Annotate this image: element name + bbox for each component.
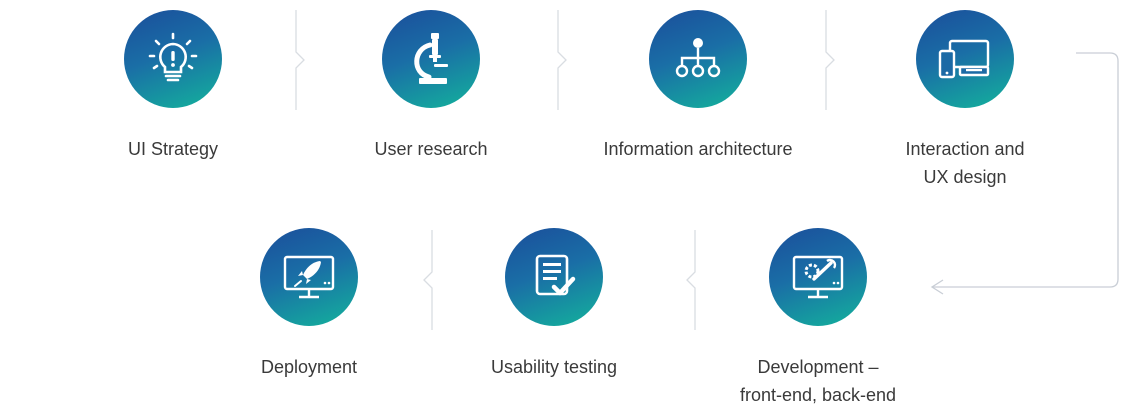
step-icon-circle <box>382 10 480 108</box>
step-icon-circle <box>124 10 222 108</box>
devices-icon <box>938 39 990 79</box>
step-label-line1: UI Strategy <box>127 139 219 159</box>
checklist-icon <box>535 254 576 296</box>
step-label-line1: Usability testing <box>490 357 618 377</box>
separator-right-3 <box>825 10 835 110</box>
step-label: Interaction and UX design <box>845 135 1085 191</box>
separator-left-2 <box>686 230 696 330</box>
hierarchy-icon <box>675 38 721 78</box>
monitor-rocket-icon <box>283 255 335 299</box>
step-icon-circle <box>769 228 867 326</box>
step-interaction-ux-design: Interaction and UX design <box>845 10 1085 191</box>
separator-right-1 <box>295 10 305 110</box>
step-usability-testing: Usability testing <box>434 228 674 381</box>
separator-left-1 <box>423 230 433 330</box>
step-label-line2: front-end, back-end <box>739 385 897 405</box>
step-label: UI Strategy <box>53 135 293 163</box>
step-label: Information architecture <box>578 135 818 163</box>
step-development: Development – front-end, back-end <box>698 228 938 409</box>
monitor-tools-icon <box>792 255 844 299</box>
step-label: Development – front-end, back-end <box>698 353 938 409</box>
lightbulb-icon <box>148 32 198 82</box>
step-label: Usability testing <box>434 353 674 381</box>
step-label-line1: Interaction and <box>905 139 1025 159</box>
step-icon-circle <box>505 228 603 326</box>
step-user-research: User research <box>311 10 551 163</box>
step-label: Deployment <box>189 353 429 381</box>
step-label-line1: Development – <box>757 357 879 377</box>
step-label-line2: UX design <box>923 167 1007 187</box>
separator-right-2 <box>557 10 567 110</box>
step-label-line1: User research <box>374 139 488 159</box>
step-label: User research <box>311 135 551 163</box>
step-icon-circle <box>649 10 747 108</box>
step-information-architecture: Information architecture <box>578 10 818 163</box>
step-label-line1: Information architecture <box>603 139 793 159</box>
step-deployment: Deployment <box>189 228 429 381</box>
step-ui-strategy: UI Strategy <box>53 10 293 163</box>
step-icon-circle <box>916 10 1014 108</box>
microscope-icon <box>414 33 448 84</box>
step-icon-circle <box>260 228 358 326</box>
step-label-line1: Deployment <box>260 357 358 377</box>
